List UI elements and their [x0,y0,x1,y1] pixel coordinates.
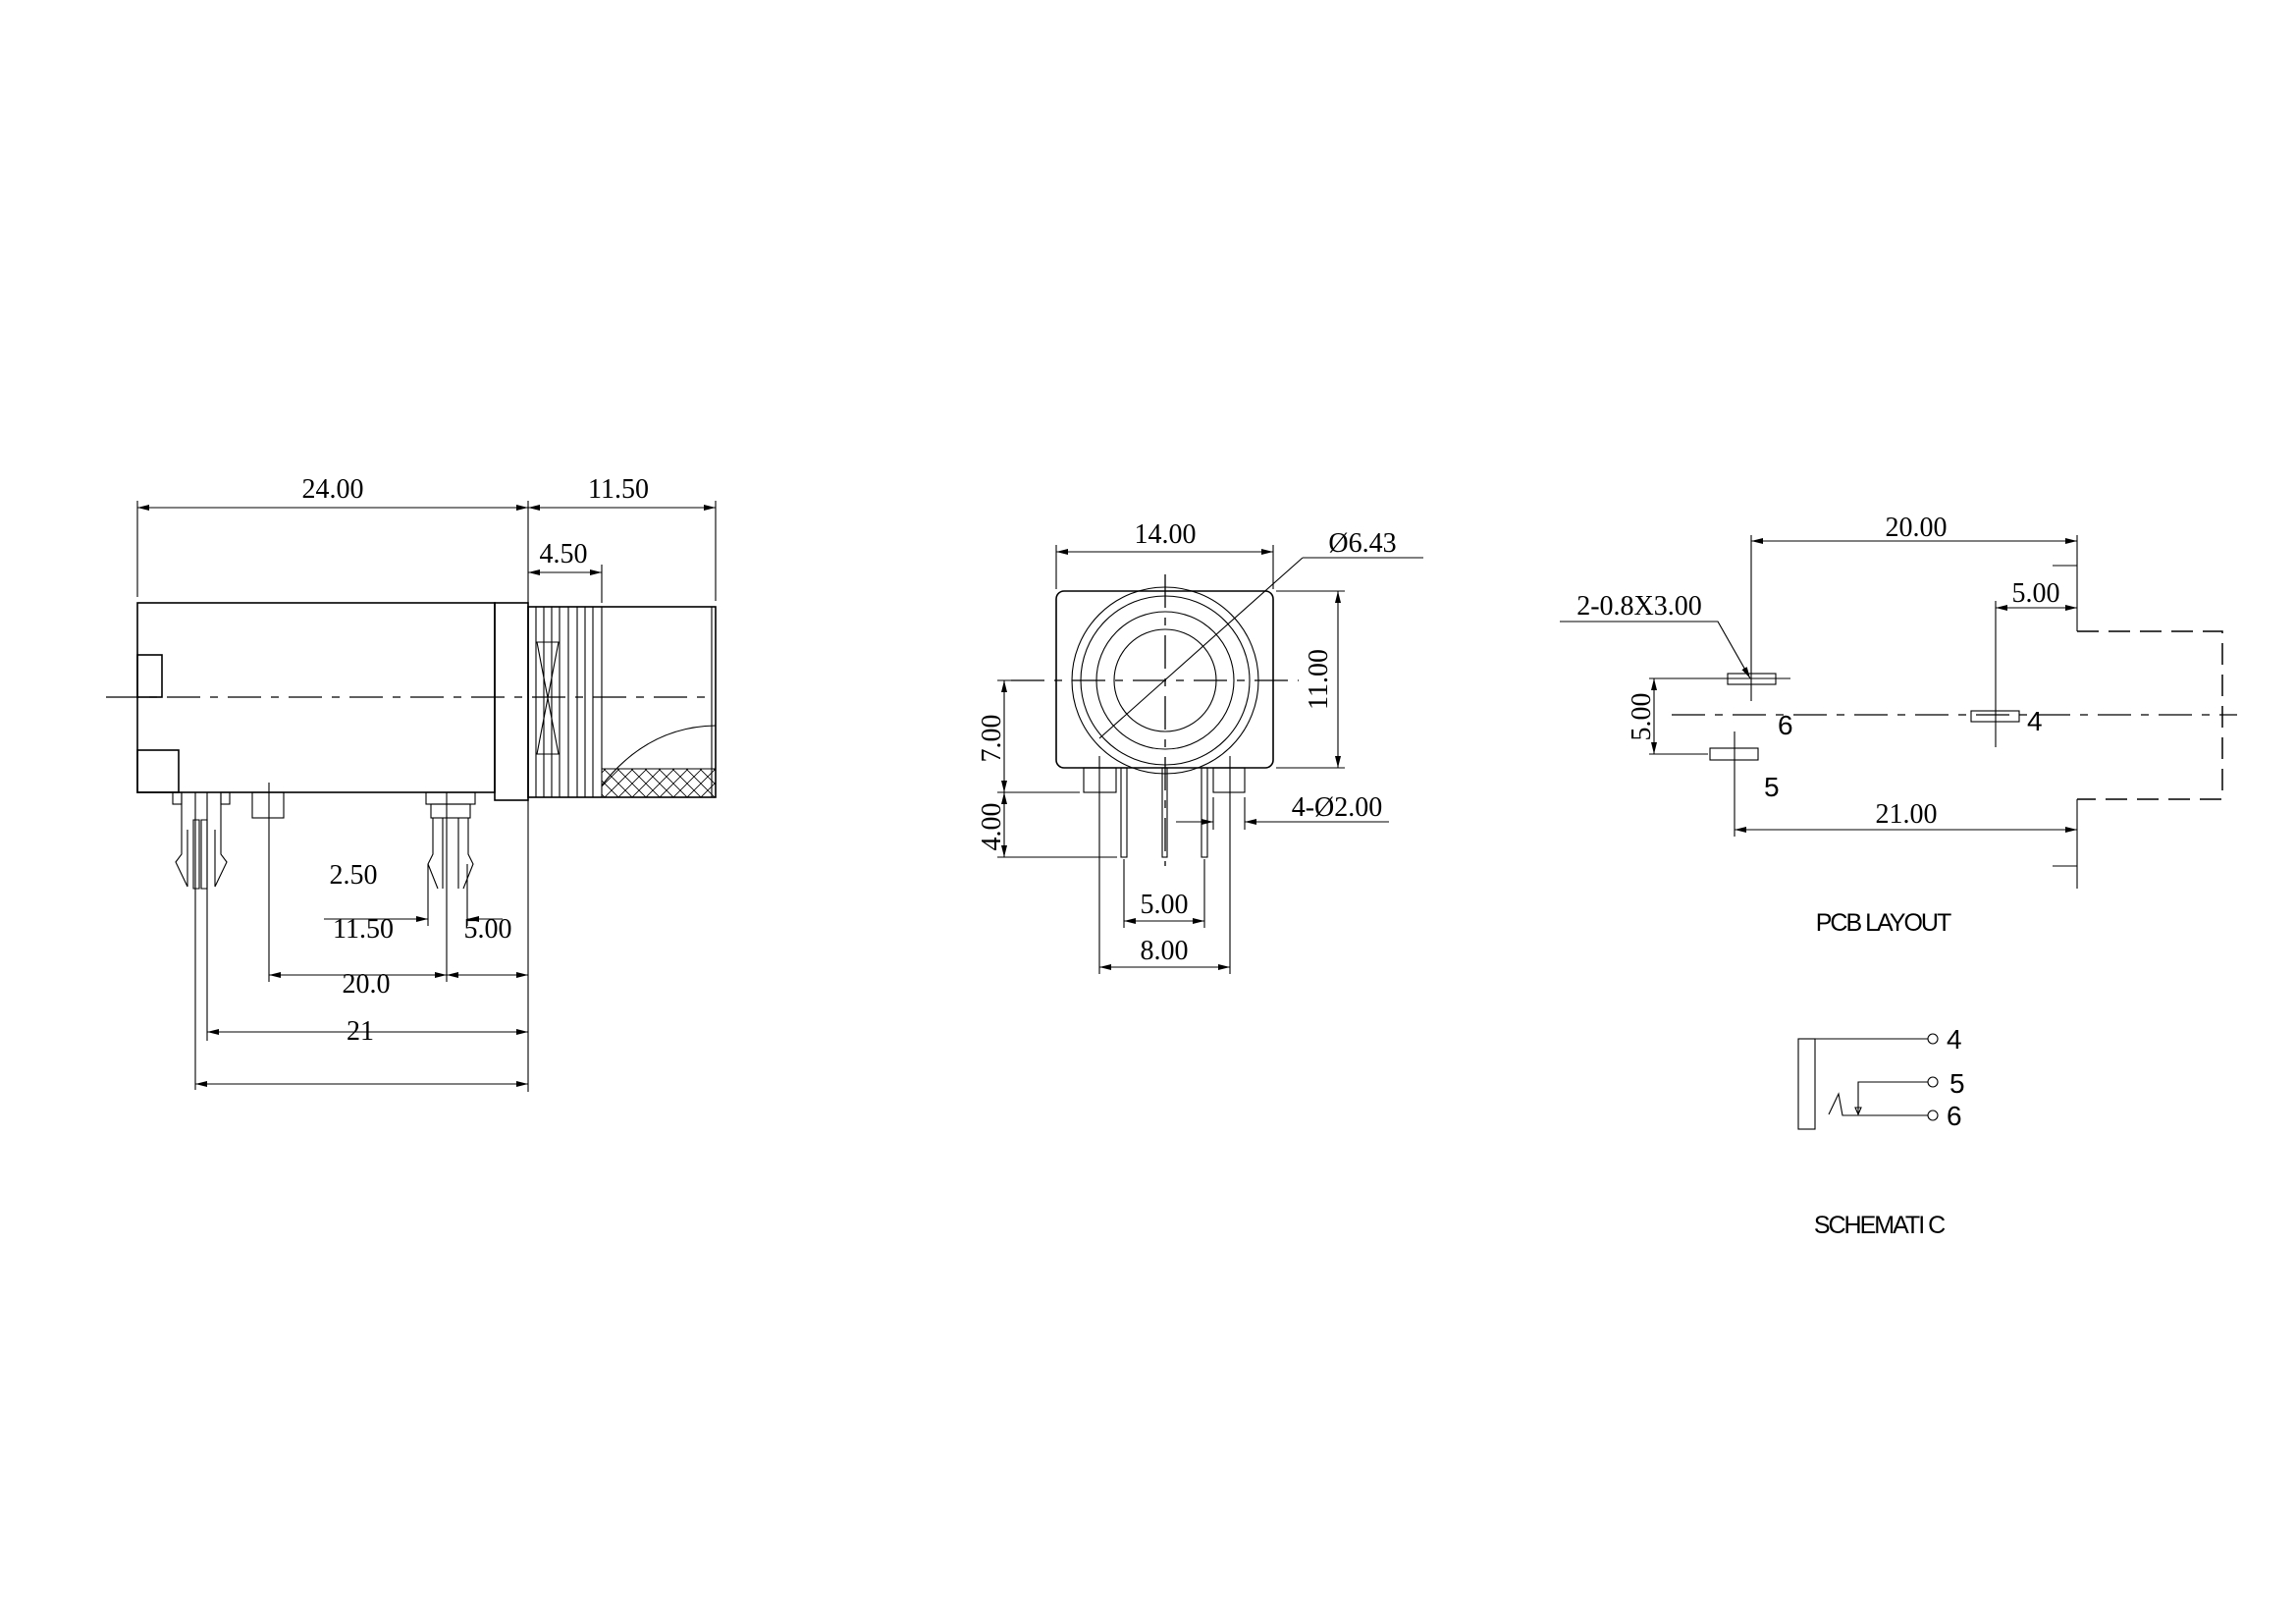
dim-nose-length: 11.50 [588,474,649,505]
hatched-section [601,768,717,798]
dim-pin-pitch: 5.00 [1141,890,1189,920]
jack-outline [2077,630,2223,800]
sleeve-contact [1797,1038,1816,1130]
terminal-4 [1927,1033,1939,1045]
pad-label-6: 6 [1778,710,1793,740]
diameter-leader [1098,557,1304,739]
wire-5 [1857,1081,1928,1114]
dim-pad-offset: 5.00 [2012,578,2060,609]
terminal-5 [1927,1076,1939,1088]
dim-pin-pitch: 2.50 [330,860,378,891]
pin-label-4: 4 [1947,1024,1962,1055]
side-view: 24.00 11.50 4.50 2.50 11.50 5.00 20.0 21 [106,474,717,1092]
schematic: 4 5 6 SCHEMATI C [1797,1024,1965,1239]
dim-peg-holes: 4-Ø2.00 [1292,792,1383,823]
dim-width: 14.00 [1135,519,1197,550]
nut-flats [536,641,560,755]
pad-label-4: 4 [2027,706,2043,736]
pin-center [1161,767,1168,858]
tip-spring-wire-6 [1828,1092,1928,1116]
extension-lines [997,545,1345,974]
schematic-title: SCHEMATI C [1814,1212,1946,1239]
pin-right [1201,767,1208,858]
dim-height: 11.00 [1304,649,1334,710]
dim-pin-length: 4.00 [977,803,1007,851]
dim-pin-row-20: 20.0 [343,969,391,1000]
extension-lines [136,501,717,1092]
dim-pin-row-21: 21 [347,1016,374,1047]
dim-outline-span: 21.00 [1876,799,1938,830]
pcb-layout: 6 4 5 20.00 5.00 2-0.8X3.00 5.00 21.00 P… [1560,513,2237,937]
body-step [136,749,180,793]
thread-lines [535,607,713,797]
dim-pad-span: 20.00 [1886,513,1948,543]
dim-peg-spacing: 8.00 [1141,936,1189,966]
dim-bore-diameter: Ø6.43 [1328,528,1396,559]
pin-label-6: 6 [1947,1101,1962,1131]
dim-thread-length: 4.50 [540,539,588,569]
peg-right [1212,767,1246,793]
front-view: Ø6.43 14.00 11.00 7.00 4.00 4-Ø2.00 5.00… [977,519,1423,974]
dim-overall-length: 24.00 [302,474,364,505]
pad-label-5: 5 [1764,772,1780,802]
dim-pad-vertical: 5.00 [1627,693,1657,741]
switch-arrow [1854,1107,1862,1116]
dim-center-height: 7.00 [977,715,1007,763]
locating-peg [251,791,285,819]
pad-axis-lines [1649,535,1997,837]
front-flange [494,602,529,801]
pin-cluster-rear [172,791,231,1090]
pcb-layout-title: PCB LAYOUT [1816,909,1951,937]
terminal-6 [1927,1110,1939,1121]
dim-slot-spec: 2-0.8X3.00 [1576,591,1702,622]
slot-leader [1560,621,1751,679]
body-notch [136,654,163,698]
pin-cluster-front [425,791,476,982]
pin-label-5: 5 [1949,1068,1965,1099]
dim-front-offset: 5.00 [464,914,512,945]
dim-pin-spacing: 11.50 [333,914,394,945]
pin-left [1120,767,1128,858]
